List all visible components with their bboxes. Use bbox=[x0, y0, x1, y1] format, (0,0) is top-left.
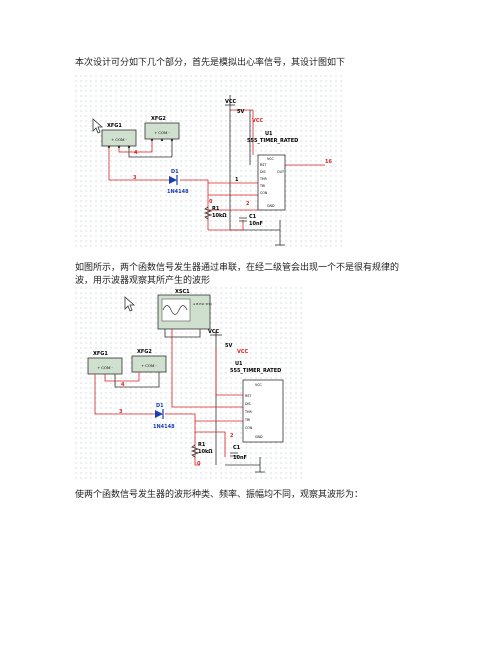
r1-value-label: 10kΩ bbox=[198, 449, 213, 455]
svg-text:RST: RST bbox=[260, 163, 267, 167]
d1-part-label: 1N4148 bbox=[153, 424, 175, 430]
xfg2-generator[interactable]: + COM - bbox=[144, 122, 180, 142]
xsc1-terminals: A B Ext Trig bbox=[192, 302, 212, 306]
svg-text:RST: RST bbox=[245, 394, 252, 398]
c1-ref-label: C1 bbox=[249, 214, 257, 220]
r1-resistor[interactable] bbox=[190, 444, 200, 458]
c1-value-label: 10nF bbox=[249, 221, 263, 227]
supply-voltage-label: 5V bbox=[237, 109, 244, 115]
net-16-label: 16 bbox=[325, 159, 332, 165]
ground-wires bbox=[128, 105, 281, 245]
d1-diode[interactable] bbox=[155, 409, 164, 419]
r1-ref-label: R1 bbox=[198, 442, 206, 448]
net-2-label: 2 bbox=[230, 433, 234, 439]
u1-part-label: 555_TIMER_RATED bbox=[230, 368, 281, 374]
svg-text:GND: GND bbox=[267, 204, 275, 208]
schematic-2-svg: XSC1 A B Ext Trig XFG1 + COM - XFG2 + CO… bbox=[75, 287, 305, 482]
observation-paragraph: 使两个函数信号发生器的波形种类、频率、振幅均不同，观察其波形为： bbox=[75, 490, 364, 500]
c1-value-label: 10nF bbox=[233, 455, 247, 461]
c1-capacitor[interactable] bbox=[239, 217, 247, 222]
vcc-label: VCC bbox=[208, 329, 220, 335]
svg-text:VCC: VCC bbox=[255, 383, 263, 387]
svg-text:THR: THR bbox=[259, 177, 267, 181]
grid-background bbox=[75, 75, 345, 250]
d1-diode[interactable] bbox=[169, 175, 178, 185]
net-0-label: 0 bbox=[209, 199, 213, 205]
net-0-label: 0 bbox=[197, 461, 201, 467]
u1-ref-label: U1 bbox=[235, 361, 243, 367]
u1-555-timer[interactable] bbox=[242, 379, 284, 443]
cursor-icon bbox=[124, 296, 136, 312]
r1-value-label: 10kΩ bbox=[212, 213, 227, 219]
schematic-figure-2: XSC1 A B Ext Trig XFG1 + COM - XFG2 + CO… bbox=[75, 287, 305, 482]
vcc-net-label: VCC bbox=[252, 118, 264, 124]
svg-text:CON: CON bbox=[260, 191, 268, 195]
net-2-label: 2 bbox=[246, 201, 250, 207]
supply-voltage-label: 5V bbox=[225, 343, 232, 349]
svg-text:GND: GND bbox=[255, 435, 263, 439]
schematic-1-svg: + COM - XFG1 + COM - XFG2 VCC 5V VCC bbox=[75, 75, 345, 250]
u1-ref-label: U1 bbox=[265, 131, 273, 137]
net-1-label: 1 bbox=[235, 177, 239, 183]
vcc-symbol bbox=[225, 95, 235, 106]
xfg1-terminals: + COM - bbox=[111, 138, 127, 142]
xfg2-label: XFG2 bbox=[137, 349, 152, 355]
svg-text:OUT: OUT bbox=[277, 170, 285, 174]
vcc-label: VCC bbox=[225, 99, 237, 105]
xfg2-terminals: + COM - bbox=[141, 364, 157, 368]
xfg1-label: XFG1 bbox=[93, 351, 108, 357]
vcc-net-label: VCC bbox=[237, 349, 249, 355]
svg-text:THR: THR bbox=[244, 410, 252, 414]
svg-text:DIS: DIS bbox=[245, 402, 251, 406]
xfg1-label: XFG1 bbox=[107, 123, 122, 129]
u1-part-label: 555_TIMER_RATED bbox=[247, 138, 298, 144]
explanation-line-1: 如图所示，两个函数信号发生器通过串联，在经二级管会出现一个不是很有规律的 bbox=[75, 263, 400, 273]
xfg2-label: XFG2 bbox=[151, 116, 166, 122]
u1-555-timer[interactable] bbox=[257, 154, 286, 211]
svg-text:TRI: TRI bbox=[259, 184, 265, 188]
svg-text:CON: CON bbox=[245, 426, 253, 430]
xsc1-oscilloscope[interactable]: A B Ext Trig bbox=[157, 294, 212, 330]
d1-part-label: 1N4148 bbox=[167, 189, 189, 195]
net-4-label: 4 bbox=[134, 150, 138, 156]
xfg1-generator[interactable]: + COM - bbox=[101, 129, 137, 149]
c1-ref-label: C1 bbox=[233, 445, 241, 451]
explanation-line-2: 波，用示波器观察其所产生的波形 bbox=[75, 276, 211, 286]
xfg1-generator[interactable]: + COM - bbox=[87, 357, 123, 375]
u1-pins: VCC RST DIS THR TRI CON OUT GND bbox=[259, 157, 285, 208]
svg-text:VCC: VCC bbox=[267, 157, 275, 161]
net-4-label: 4 bbox=[121, 382, 125, 388]
svg-text:DIS: DIS bbox=[260, 170, 266, 174]
d1-ref-label: D1 bbox=[171, 169, 179, 175]
r1-ref-label: R1 bbox=[212, 206, 220, 212]
r1-resistor[interactable] bbox=[203, 206, 213, 220]
signal-wires bbox=[94, 329, 243, 466]
net-3-label: 3 bbox=[119, 409, 123, 415]
schematic-figure-1: + COM - XFG1 + COM - XFG2 VCC 5V VCC bbox=[75, 75, 345, 250]
cursor-icon bbox=[92, 118, 104, 134]
xfg2-terminals: + COM - bbox=[154, 131, 170, 135]
xsc1-label: XSC1 bbox=[175, 289, 190, 295]
intro-paragraph: 本次设计可分如下几个部分，首先是模拟出心率信号，其设计图如下 bbox=[75, 58, 346, 68]
c1-capacitor[interactable] bbox=[230, 452, 238, 457]
svg-text:TRI: TRI bbox=[244, 418, 250, 422]
xfg2-generator[interactable]: + COM - bbox=[131, 355, 167, 373]
u1-pins: VCC RST DIS THR TRI CON GND bbox=[244, 383, 263, 439]
d1-ref-label: D1 bbox=[156, 403, 164, 409]
net-3-label: 3 bbox=[133, 175, 137, 181]
xfg1-terminals: + COM - bbox=[97, 366, 113, 370]
